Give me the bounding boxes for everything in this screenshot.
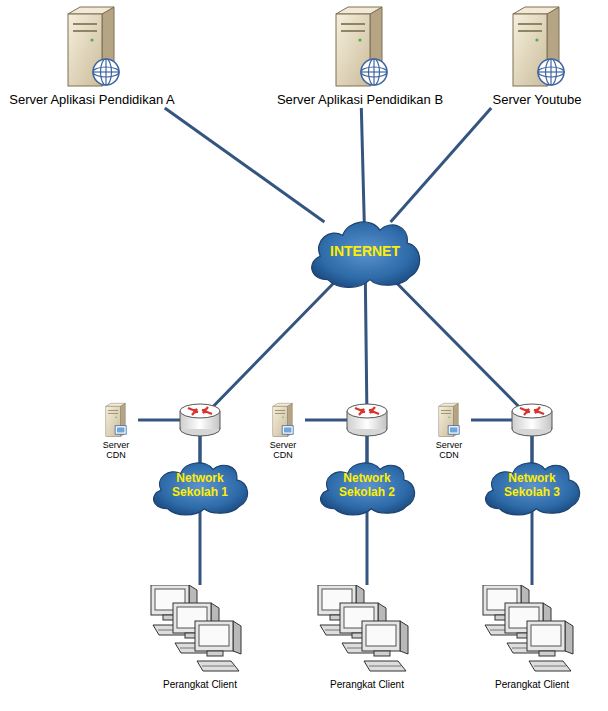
device-label: Server CDN — [430, 440, 468, 461]
server-icon — [101, 402, 131, 438]
cdn-server-node: Server CDN — [261, 402, 305, 461]
device-label: Perangkat Client — [163, 679, 237, 691]
cdn-server-node: Server CDN — [427, 402, 471, 461]
client-devices-node: Perangkat Client — [140, 585, 260, 691]
network-link — [199, 507, 202, 585]
device-label: Server CDN — [264, 440, 302, 461]
router-symbol — [512, 404, 552, 436]
device-label: Server Aplikasi Pendidikan A — [9, 93, 174, 108]
router-symbol — [347, 404, 387, 436]
client-computers-icon — [477, 585, 587, 677]
network-link — [361, 108, 364, 222]
cloud-label: Network Sekolah 3 — [495, 472, 569, 500]
client-computers-icon — [145, 585, 255, 677]
network-link — [394, 280, 532, 465]
network-link — [165, 108, 325, 222]
server-node: Server Youtube — [472, 4, 602, 108]
client-devices-node: Perangkat Client — [307, 585, 427, 691]
network-link — [531, 507, 534, 585]
server-node: Server Aplikasi Pendidikan A — [2, 4, 182, 108]
server-node: Server Aplikasi Pendidikan B — [270, 4, 450, 108]
network-cloud: INTERNET — [303, 212, 427, 290]
device-label: Perangkat Client — [495, 679, 569, 691]
client-devices-node: Perangkat Client — [472, 585, 592, 691]
network-cloud: Network Sekolah 3 — [478, 455, 586, 517]
server-icon — [434, 402, 464, 438]
network-cloud: Network Sekolah 2 — [313, 455, 421, 517]
device-label: Perangkat Client — [330, 679, 404, 691]
server-icon — [268, 402, 298, 438]
cloud-label: Network Sekolah 2 — [330, 472, 404, 500]
network-cloud: Network Sekolah 1 — [146, 455, 254, 517]
network-link — [366, 507, 369, 585]
device-label: Server CDN — [97, 440, 135, 461]
server-icon — [330, 4, 390, 89]
client-computers-icon — [312, 585, 422, 677]
cloud-label: INTERNET — [330, 243, 400, 259]
network-link — [200, 280, 337, 465]
network-link — [391, 108, 492, 222]
router-symbol — [180, 404, 220, 436]
device-label: Server Aplikasi Pendidikan B — [277, 93, 443, 108]
device-label: Server Youtube — [493, 93, 582, 108]
cloud-label: Network Sekolah 1 — [163, 472, 237, 500]
cdn-server-node: Server CDN — [94, 402, 138, 461]
server-icon — [62, 4, 122, 89]
server-icon — [507, 4, 567, 89]
